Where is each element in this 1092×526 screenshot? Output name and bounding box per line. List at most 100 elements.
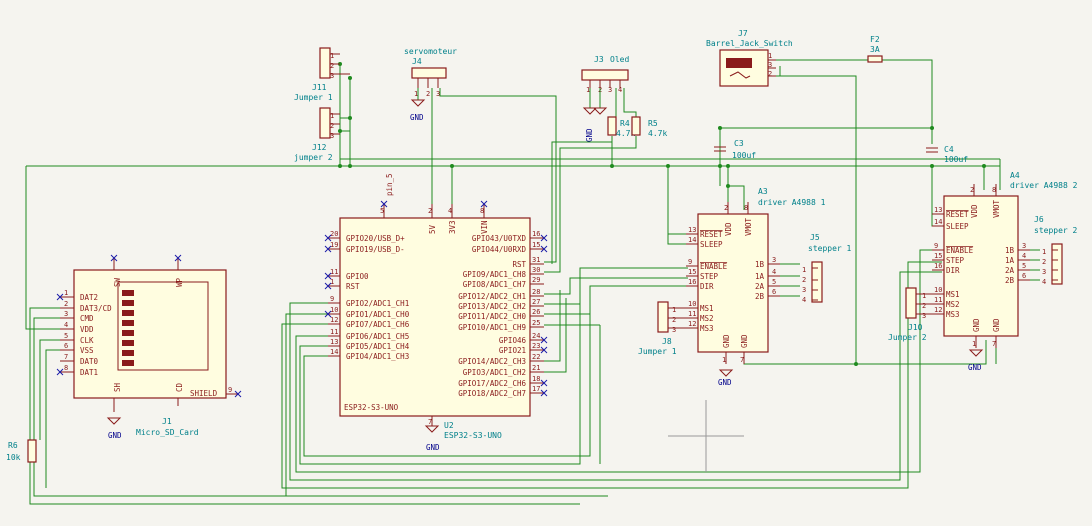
j5-pin2: 2 bbox=[802, 276, 806, 284]
a4-left-pin-num: 13 bbox=[934, 206, 942, 214]
a4-right-pin-name: 2B bbox=[1005, 276, 1015, 285]
jumper-j10[interactable]: 1 2 3 J10 Jumper 2 bbox=[888, 287, 944, 342]
u2-right-pin-num: 23 bbox=[532, 342, 540, 350]
a4-gnd-label: GND bbox=[968, 363, 982, 372]
u2-top-pin-num: 8 bbox=[480, 207, 484, 215]
u2-right-pin-name: GPIO18/ADC2_CH7 bbox=[458, 389, 526, 398]
j1-pin-num: 7 bbox=[64, 353, 68, 361]
j6-pin4: 4 bbox=[1042, 278, 1046, 286]
u2-left-pin-name: GPIO20/USB_D+ bbox=[346, 234, 405, 243]
a4-top-pin-name: VDD bbox=[970, 204, 979, 218]
a4-right-pin-name: 1A bbox=[1005, 256, 1015, 265]
j1-pin-name: DAT1 bbox=[80, 368, 98, 377]
a4-bottom-pin-name: GND bbox=[992, 318, 1001, 332]
barrel-jack-j7[interactable]: 1 3 2 J7 Barrel_Jack_Switch bbox=[706, 29, 793, 87]
u2-left-pin-name: GPIO6/ADC1_CH5 bbox=[346, 332, 409, 341]
u2-right-pin-num: 21 bbox=[532, 364, 540, 372]
j4-value: servomoteur bbox=[404, 47, 457, 56]
a3-right-pin-name: 1B bbox=[755, 260, 765, 269]
u2-inner-label: ESP32-S3-UNO bbox=[344, 403, 399, 412]
u2-top-pin-num: 5 bbox=[380, 207, 384, 215]
j4-gnd-label: GND bbox=[410, 113, 424, 122]
a4-left-pin-num: 11 bbox=[934, 296, 942, 304]
stepper-connector-j6[interactable]: 1 2 3 4 J6 stepper 2 bbox=[1034, 215, 1078, 286]
a3-left-pin-name: SLEEP bbox=[700, 240, 723, 249]
j1-pin-name: DAT0 bbox=[80, 357, 99, 366]
a3-ref: A3 bbox=[758, 187, 768, 196]
capacitor-c4[interactable]: C4 100uf bbox=[926, 145, 968, 164]
j1-cd-label: CD bbox=[175, 382, 184, 392]
a3-left-pin-num: 14 bbox=[688, 236, 696, 244]
a4-bottom-pin-num: 1 bbox=[972, 340, 976, 348]
j12-ref: J12 bbox=[312, 143, 327, 152]
no-connect-icon bbox=[324, 272, 332, 280]
a3-left-pin-name: MS3 bbox=[700, 324, 714, 333]
j3-pin4: 4 bbox=[618, 86, 622, 94]
a4-left-pin-name: MS1 bbox=[946, 290, 960, 299]
u2-right-pin-name: GPIO21 bbox=[499, 346, 526, 355]
j1-sh-label: SH bbox=[113, 382, 122, 392]
j6-ref: J6 bbox=[1034, 215, 1044, 224]
servo-connector-j4[interactable]: 1 2 3 GND servomoteur J4 bbox=[404, 47, 457, 122]
resistor-r4[interactable]: R4 4.7k bbox=[607, 116, 635, 138]
u2-left-pin-num: 11 bbox=[330, 328, 338, 336]
jumper-j12[interactable]: 1 2 3 J12 jumper 2 bbox=[294, 107, 340, 162]
a4-right-pin-num: 4 bbox=[1022, 252, 1026, 260]
j6-value: stepper 2 bbox=[1034, 226, 1078, 235]
u2-right-pin-name: GPIO43/U0TXD bbox=[472, 234, 527, 243]
u2-left-pin-name: GPIO4/ADC1_CH3 bbox=[346, 352, 409, 361]
r5-ref: R5 bbox=[648, 119, 658, 128]
a3-left-pin-name: RESET bbox=[700, 230, 723, 239]
resistor-r6[interactable]: R6 10k bbox=[6, 439, 37, 463]
j8-pin1: 1 bbox=[672, 306, 676, 314]
j10-ref: J10 bbox=[908, 323, 923, 332]
capacitor-c3[interactable]: C3 100uf bbox=[714, 139, 756, 160]
j12-pin2: 2 bbox=[330, 122, 334, 130]
jumper-j11[interactable]: 1 2 3 J11 Jumper 1 bbox=[294, 47, 350, 102]
r4-value: 4.7k bbox=[616, 129, 635, 138]
a4-right-pin-num: 3 bbox=[1022, 242, 1026, 250]
j1-pin-num: 2 bbox=[64, 300, 68, 308]
a4-left-pin-name: SLEEP bbox=[946, 222, 969, 231]
u2-right-pin-num: 26 bbox=[532, 308, 540, 316]
u2-left-pin-num: 19 bbox=[330, 241, 338, 249]
no-connect-icon bbox=[324, 234, 332, 242]
j11-pin1: 1 bbox=[330, 52, 334, 60]
jumper-j8[interactable]: 1 2 3 J8 Jumper 1 bbox=[638, 301, 698, 356]
j7-pin2: 2 bbox=[768, 70, 772, 78]
j11-pin2: 2 bbox=[330, 62, 334, 70]
r4-ref: R4 bbox=[620, 119, 630, 128]
u2-left-pin-num: 11 bbox=[330, 268, 338, 276]
j5-value: stepper 1 bbox=[808, 244, 852, 253]
no-connect-icon bbox=[56, 293, 64, 301]
u2-left-pin-name: GPIO7/ADC1_CH6 bbox=[346, 320, 410, 329]
j4-ref: J4 bbox=[412, 57, 422, 66]
no-connect-icon bbox=[324, 310, 332, 318]
a3-bottom-pin-name: GND bbox=[722, 334, 731, 348]
j7-pin3: 3 bbox=[768, 61, 772, 69]
j1-pin-num: 5 bbox=[64, 332, 68, 340]
a4-left-pin-num: 10 bbox=[934, 286, 942, 294]
j12-pin1: 1 bbox=[330, 112, 334, 120]
cursor-crosshair-icon bbox=[668, 400, 744, 472]
oled-connector-j3[interactable]: 1 2 3 4 GND J3 Oled bbox=[581, 55, 629, 142]
u2-right-pin-name: GPIO12/ADC2_CH1 bbox=[458, 292, 526, 301]
j3-gnd-label: GND bbox=[585, 128, 594, 142]
u2-right-pin-num: 30 bbox=[532, 266, 540, 274]
a3-right-pin-num: 6 bbox=[772, 288, 776, 296]
u2-right-pin-name: GPIO13/ADC2_CH2 bbox=[458, 302, 526, 311]
no-connect-icon bbox=[56, 368, 64, 376]
j8-pin3: 3 bbox=[672, 326, 676, 334]
j7-pin1: 1 bbox=[768, 52, 772, 60]
stepper-connector-j5[interactable]: 1 2 3 4 J5 stepper 1 bbox=[802, 233, 852, 304]
fuse-f2[interactable]: F2 3A bbox=[867, 35, 883, 63]
resistor-r5[interactable]: R5 4.7k bbox=[631, 116, 667, 138]
a3-right-pin-name: 1A bbox=[755, 272, 765, 281]
j3-pin3: 3 bbox=[608, 86, 612, 94]
a4-bottom-pin-name: GND bbox=[972, 318, 981, 332]
